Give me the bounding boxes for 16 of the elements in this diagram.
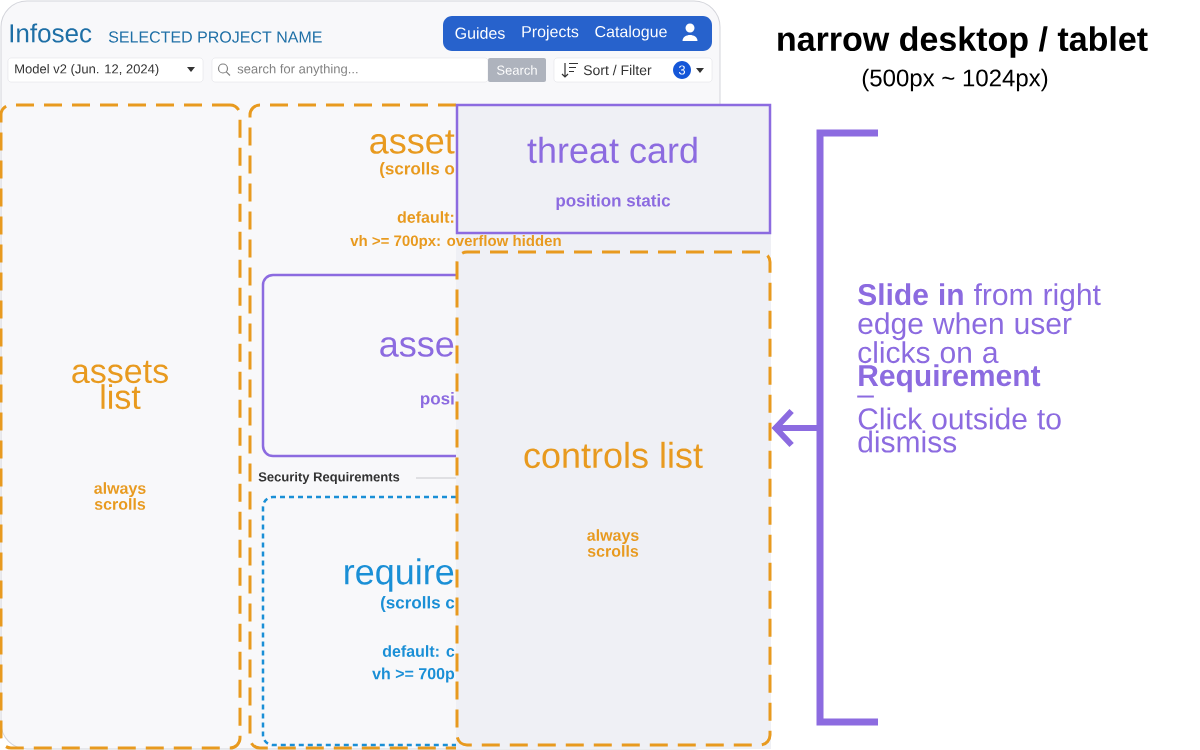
list-panel: controls list always scrolls (455, 250, 772, 747)
section-heading: Security Requirements (258, 471, 400, 485)
sort-filter-button: Sort / Filter 3 (553, 57, 713, 83)
nav-bar: Guides Projects Catalogue (443, 16, 712, 51)
list-panel: assets list always scrolls (0, 103, 242, 750)
requirements-panel: require (scrolls c default: c vh >= 700p (261, 495, 456, 747)
annotation-text: – (857, 395, 874, 398)
version-dropdown: Model v2 (Jun. 12, 2024) (7, 57, 204, 83)
title: narrow desktop / tablet (778, 26, 1148, 58)
search-field: search for anything... (211, 57, 489, 83)
caption: (500px ~ 1024px) (862, 68, 1048, 92)
threat-card: threat card position static (455, 103, 772, 235)
annotation-text: Slide in from right edge when user clicks on a Requirement (858, 283, 1101, 393)
annotation-text: Click outside to dismiss (858, 407, 1061, 453)
asset-card: asse posi (261, 273, 456, 458)
search-button: Search (488, 58, 546, 82)
